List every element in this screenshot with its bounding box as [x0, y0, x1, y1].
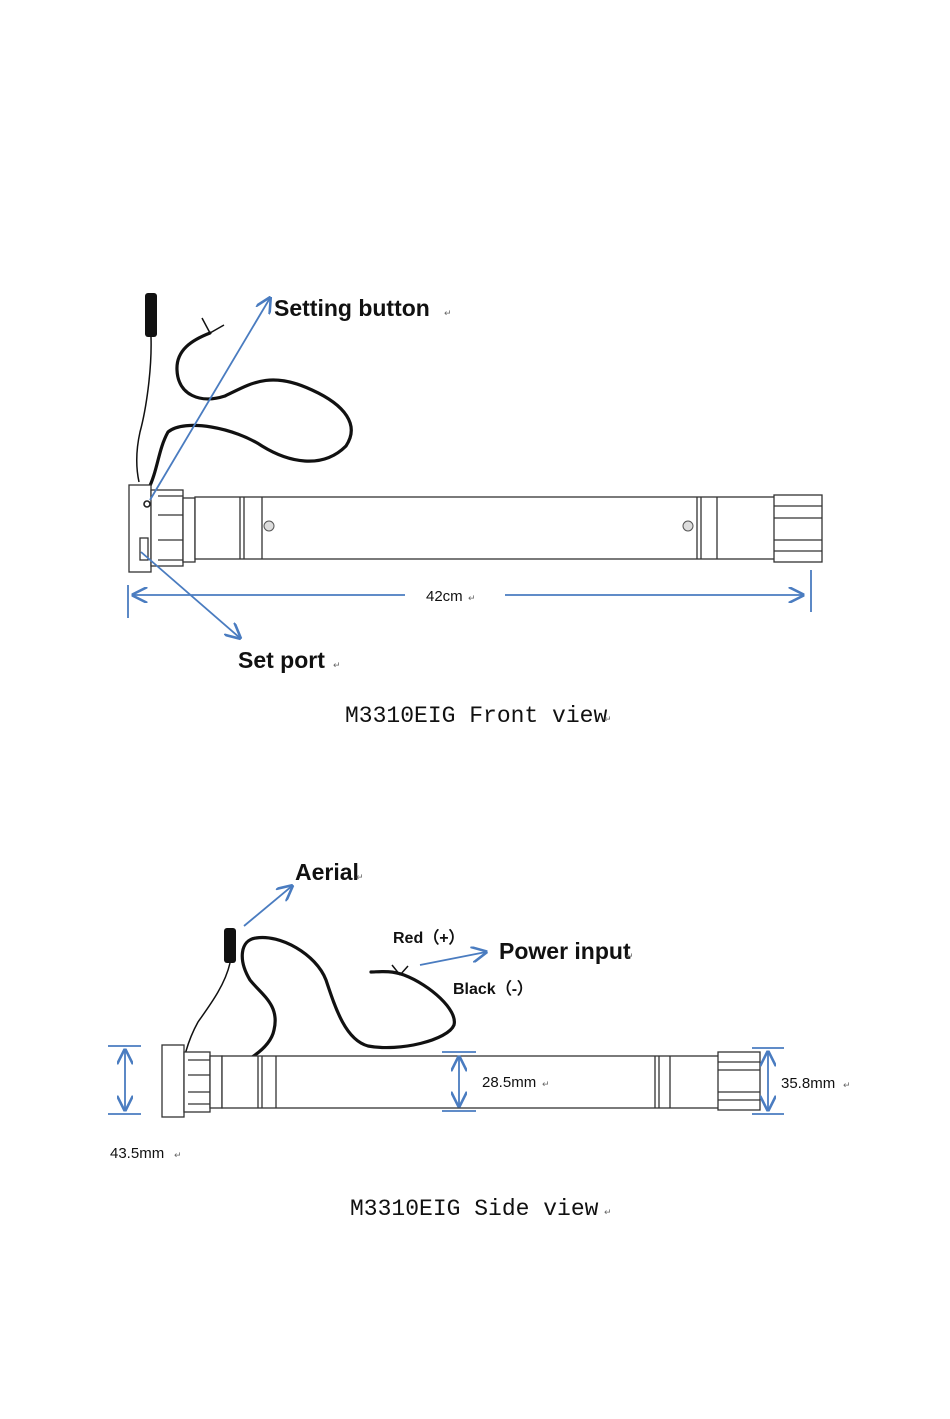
front-view: Setting button ↵ Set port ↵ 42cm ↵ M3310…: [128, 293, 822, 729]
head-diameter-label: 43.5mm: [110, 1145, 164, 1162]
black-wire-label: Black（-）: [453, 980, 533, 998]
power-input-arrow: [420, 952, 486, 965]
antenna-cable: [137, 293, 157, 482]
power-cable-wire-ends: [202, 318, 224, 333]
motor-body-front: [129, 485, 822, 572]
side-caption-mark: ↵: [604, 1208, 612, 1218]
set-port-label: Set port: [238, 647, 325, 673]
setting-button-arrow: [150, 298, 270, 500]
power-input-mark: ↵: [626, 952, 634, 962]
setting-button-label: Setting button: [274, 295, 430, 321]
red-wire-label: Red（+）: [393, 929, 465, 947]
head-diameter-mark: ↵: [174, 1151, 182, 1161]
side-motor-tube: [222, 1056, 719, 1108]
head-diameter-dimension: [108, 1046, 141, 1114]
antenna-tip: [145, 293, 157, 337]
end-diameter-label: 35.8mm: [781, 1075, 835, 1092]
end-diameter-mark: ↵: [843, 1081, 851, 1091]
side-drive-end-cap: [718, 1052, 760, 1110]
side-view: Aerial ↵ Red（+） Power input ↵ Black（-） 4…: [108, 859, 851, 1222]
setting-button-mark: ↵: [444, 309, 452, 319]
drive-end-cap: [774, 495, 822, 562]
length-mark: ↵: [468, 594, 476, 604]
aerial-mark: ↵: [356, 873, 364, 883]
side-view-caption: M3310EIG Side view: [350, 1196, 599, 1222]
mount-screw-right: [683, 521, 693, 531]
length-label: 42cm: [426, 588, 463, 605]
tube-diameter-label: 28.5mm: [482, 1074, 536, 1091]
side-motor-head: [162, 1045, 184, 1117]
front-caption-mark: ↵: [604, 715, 612, 725]
power-input-label: Power input: [499, 938, 631, 964]
aerial-tip: [224, 928, 236, 963]
aerial-label: Aerial: [295, 859, 359, 885]
set-port-mark: ↵: [333, 661, 341, 671]
mount-screw-left: [264, 521, 274, 531]
aerial-arrow: [244, 886, 292, 926]
settings-panel: [151, 490, 183, 566]
tube-diameter-mark: ↵: [542, 1080, 550, 1090]
power-cable: [148, 333, 351, 490]
motor-body-side: [162, 1045, 760, 1117]
front-view-caption: M3310EIG Front view: [345, 703, 607, 729]
